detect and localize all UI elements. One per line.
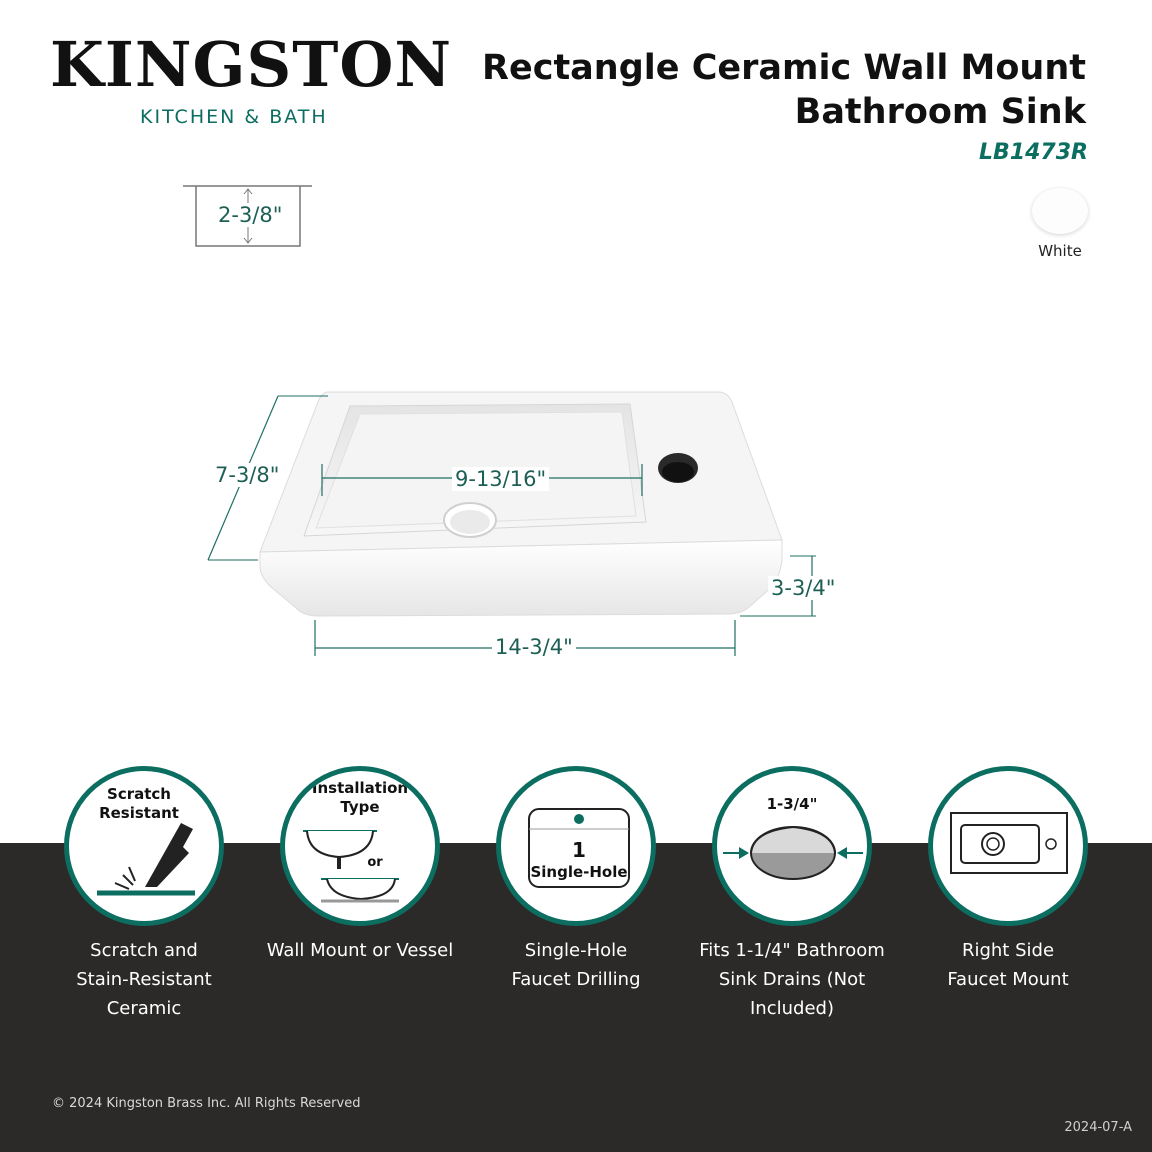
brand-tagline: KITCHEN & BATH [140, 106, 328, 128]
right-side-faucet-icon [928, 766, 1088, 926]
scratch-resistant-icon: Scratch Resistant [64, 766, 224, 926]
installation-type-icon: Installation Type or [280, 766, 440, 926]
sink-illustration [207, 391, 816, 656]
finish-swatch-white[interactable] [1032, 188, 1088, 234]
version-code: 2024-07-A [1064, 1120, 1132, 1135]
icon-text-drain-size: 1-3/4" [766, 795, 818, 813]
product-title-line1: Rectangle Ceramic Wall Mount [482, 48, 1086, 88]
finish-label: White [1038, 242, 1082, 260]
caption-line: Scratch and [90, 940, 198, 961]
caption-line: Stain-Resistant [76, 969, 212, 990]
feature-caption-scratch: Scratch and Stain-Resistant Ceramic [44, 936, 244, 1023]
single-hole-icon: 1 Single-Hole [496, 766, 656, 926]
caption-line: Right Side [961, 940, 1055, 961]
icon-text-resistant: Resistant [99, 804, 179, 822]
model-number: LB1473R [979, 140, 1088, 165]
icon-text-single-hole: Single-Hole [530, 863, 628, 881]
drain-size-icon: 1-3/4" [712, 766, 872, 926]
icon-text-one: 1 [572, 838, 586, 862]
copyright: © 2024 Kingston Brass Inc. All Rights Re… [52, 1096, 361, 1111]
caption-line: Faucet Drilling [511, 969, 641, 990]
brand-logo: KINGSTON [50, 28, 453, 101]
caption-line: Wall Mount or Vessel [266, 940, 454, 961]
caption-line: Ceramic [106, 998, 182, 1019]
icon-text-or: or [367, 855, 383, 870]
caption-line: Included) [750, 998, 834, 1019]
feature-caption-installation: Wall Mount or Vessel [260, 936, 460, 965]
product-title: Rectangle Ceramic Wall Mount Bathroom Si… [482, 46, 1086, 134]
bowl-depth-label: 2-3/8" [215, 203, 286, 227]
caption-line: Single-Hole [524, 940, 628, 961]
width-label: 14-3/4" [492, 635, 576, 659]
depth-label: 7-3/8" [212, 463, 283, 487]
bowl-width-label: 9-13/16" [452, 467, 550, 491]
icon-text-type: Type [340, 798, 380, 816]
caption-line: Faucet Mount [947, 969, 1069, 990]
feature-caption-right-side: Right Side Faucet Mount [908, 936, 1108, 994]
icon-text-installation: Installation [311, 779, 409, 797]
feature-caption-single-hole: Single-Hole Faucet Drilling [476, 936, 676, 994]
product-title-line2: Bathroom Sink [794, 92, 1086, 132]
caption-line: Fits 1-1/4" Bathroom [699, 940, 885, 961]
feature-caption-drain: Fits 1-1/4" Bathroom Sink Drains (Not In… [692, 936, 892, 1023]
height-label: 3-3/4" [768, 576, 839, 600]
icon-text-scratch: Scratch [107, 785, 171, 803]
caption-line: Sink Drains (Not [718, 969, 866, 990]
